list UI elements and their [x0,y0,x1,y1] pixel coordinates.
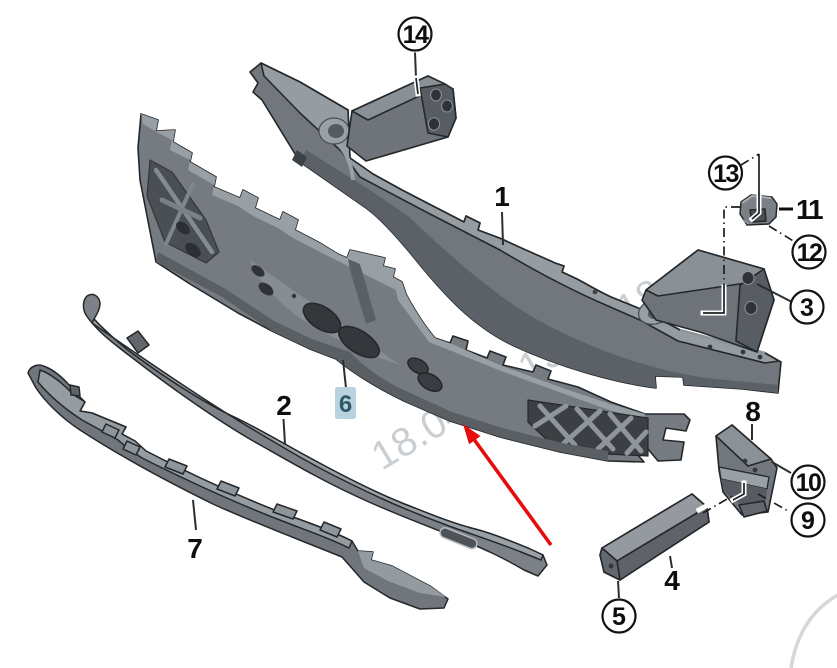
svg-text:4: 4 [664,565,680,596]
svg-text:10: 10 [796,469,821,497]
svg-text:1: 1 [494,181,510,212]
svg-text:2: 2 [276,390,292,421]
svg-text:9: 9 [801,507,815,535]
svg-text:8: 8 [745,396,761,427]
svg-text:14: 14 [403,21,429,49]
svg-text:3: 3 [800,294,814,322]
svg-text:13: 13 [713,160,738,188]
svg-text:5: 5 [612,603,626,631]
svg-text:11: 11 [796,194,823,225]
svg-text:6: 6 [339,391,352,418]
svg-text:7: 7 [187,533,203,564]
svg-text:12: 12 [797,239,822,267]
